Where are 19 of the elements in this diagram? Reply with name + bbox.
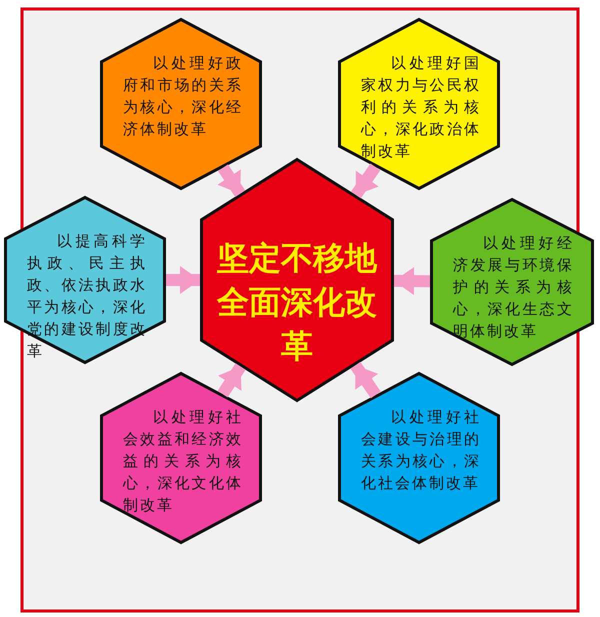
description-text: 以处理好经济发展与环境保护的关系为核心，深化生态文明体制改革 [453, 233, 574, 342]
hexagon-box [100, 372, 262, 544]
description-text: 以处理好国家权力与公民权利的关系为核心，深化政治体制改革 [361, 53, 481, 162]
center-title: 坚定不移地全面深化改革 [216, 238, 378, 367]
arrow [166, 266, 200, 294]
description-text: 以处理好社会建设与治理的关系为核心，深化社会体制改革 [361, 407, 481, 494]
arrow [350, 163, 380, 198]
hexagon-box [430, 198, 594, 366]
arrow [218, 164, 246, 197]
arrow [218, 363, 246, 398]
center-hexagon [200, 158, 394, 402]
hexagon-box [338, 372, 500, 544]
description-text: 以处理好社会效益和经济效益的关系为核心，深化文化体制改革 [123, 407, 243, 516]
hexagon-box [100, 18, 262, 190]
arrow [394, 267, 430, 296]
hexagon-box [4, 196, 166, 364]
hexagon-box [338, 18, 500, 190]
description-text: 以处理好政府和市场的关系为核心，深化经济体制改革 [123, 53, 243, 140]
arrow [350, 362, 381, 398]
